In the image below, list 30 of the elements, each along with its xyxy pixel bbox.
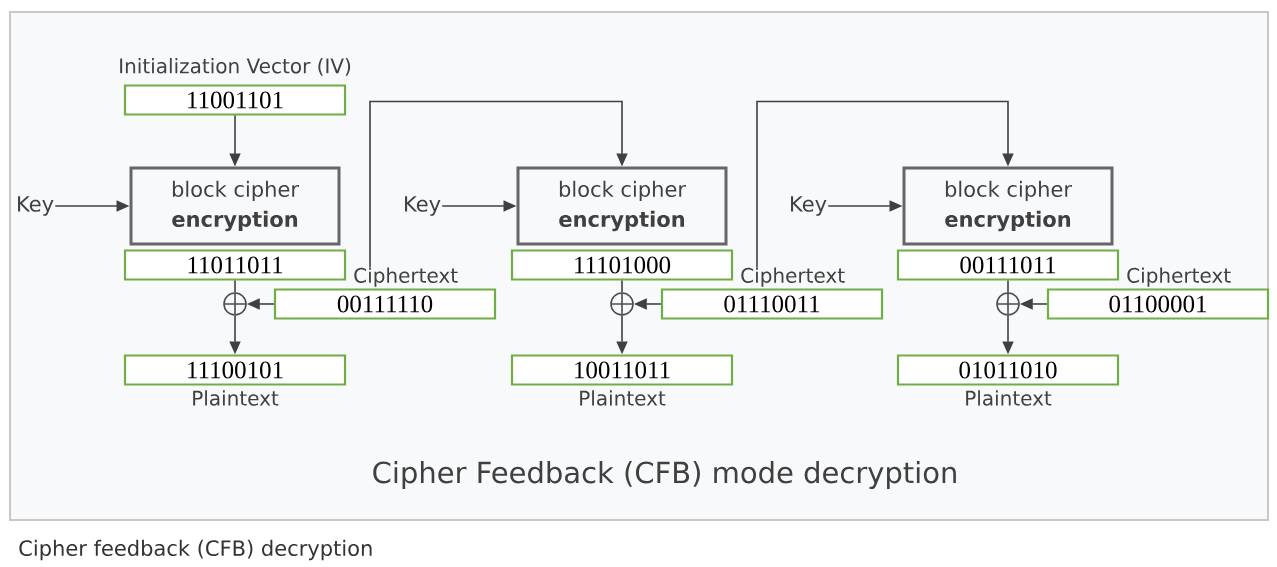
bit-value-box: 01011010 [896, 354, 1120, 386]
bit-value-box: 11101000 [510, 249, 734, 281]
plaintext-label: Plaintext [966, 390, 1052, 406]
cipher-box: block cipher encryption [129, 166, 341, 246]
bit-value-box: 11100101 [123, 354, 347, 386]
cipher-box: block cipher encryption [516, 166, 728, 246]
heading-label: Ciphertext [1127, 267, 1231, 287]
bit-value-box: 01100001 [1046, 288, 1270, 320]
key-label: Key [405, 196, 441, 216]
bit-value-box: 00111110 [273, 288, 497, 320]
plaintext-label: Plaintext [580, 390, 666, 406]
xor-symbol [223, 292, 247, 316]
heading-label: Ciphertext [741, 267, 845, 287]
plaintext-label: Plaintext [193, 390, 279, 406]
bit-value-box: 01110011 [660, 288, 884, 320]
key-label: Key [791, 196, 827, 216]
arrow [369, 100, 628, 269]
bit-value-box: 10011011 [510, 354, 734, 386]
heading-label: Initialization Vector (IV) [120, 57, 351, 76]
heading-label: Ciphertext [354, 267, 458, 287]
cipher-box: block cipher encryption [902, 166, 1114, 246]
xor-symbol [610, 292, 634, 316]
key-label: Key [18, 196, 54, 216]
diagram-title: Cipher Feedback (CFB) mode decryption [373, 460, 956, 489]
xor-symbol [996, 292, 1020, 316]
bit-value-box: 11011011 [123, 249, 347, 281]
bit-value-box: 00111011 [896, 249, 1120, 281]
bit-value-box: 11001101 [123, 84, 347, 116]
caption: Cipher feedback (CFB) decryption [19, 539, 372, 561]
arrow [756, 100, 1014, 269]
